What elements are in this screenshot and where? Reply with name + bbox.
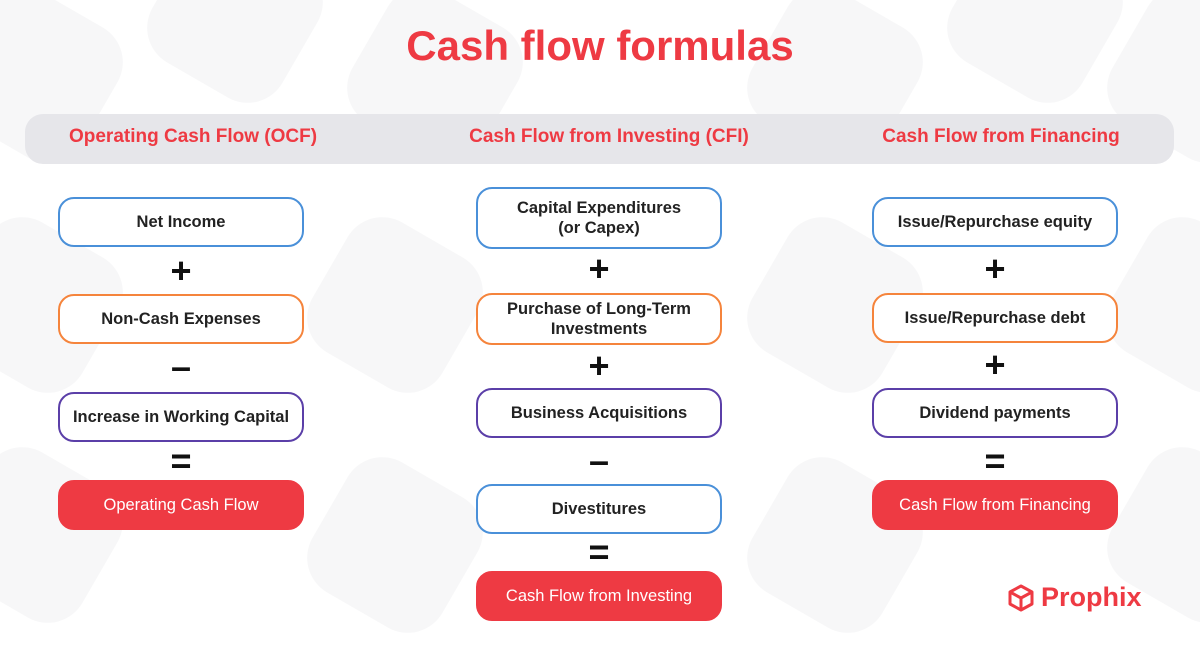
box-working-capital: Increase in Working Capital <box>58 392 304 442</box>
plus-operator: + <box>984 344 1006 385</box>
heading-cff: Cash Flow from Financing <box>882 126 1120 147</box>
logo-text: Prophix <box>1041 582 1142 612</box>
page-title: Cash flow formulas <box>406 22 794 69</box>
box-net-income: Net Income <box>58 197 304 247</box>
heading-cfi: Cash Flow from Investing (CFI) <box>469 126 749 147</box>
plus-operator: + <box>984 248 1006 289</box>
result-operating-cash-flow: Operating Cash Flow <box>58 480 304 530</box>
cube-icon <box>1008 584 1034 611</box>
minus-operator: – <box>170 346 192 387</box>
box-business-acquisitions: Business Acquisitions <box>476 388 722 438</box>
equals-operator: = <box>984 440 1006 481</box>
box-equity: Issue/Repurchase equity <box>872 197 1118 247</box>
box-long-term-investments: Purchase of Long-Term Investments <box>476 293 722 345</box>
result-cash-flow-financing: Cash Flow from Financing <box>872 480 1118 530</box>
prophix-logo: Prophix <box>1007 582 1142 613</box>
minus-operator: – <box>588 440 610 481</box>
box-non-cash-expenses: Non-Cash Expenses <box>58 294 304 344</box>
box-capex: Capital Expenditures (or Capex) <box>476 187 722 249</box>
equals-operator: = <box>588 531 610 572</box>
box-dividends: Dividend payments <box>872 388 1118 438</box>
plus-operator: + <box>170 250 192 291</box>
heading-ocf: Operating Cash Flow (OCF) <box>68 126 318 147</box>
box-divestitures: Divestitures <box>476 484 722 534</box>
header-bar <box>25 114 1174 164</box>
plus-operator: + <box>588 345 610 386</box>
plus-operator: + <box>588 248 610 289</box>
box-debt: Issue/Repurchase debt <box>872 293 1118 343</box>
result-cash-flow-investing: Cash Flow from Investing <box>476 571 722 621</box>
equals-operator: = <box>170 440 192 481</box>
